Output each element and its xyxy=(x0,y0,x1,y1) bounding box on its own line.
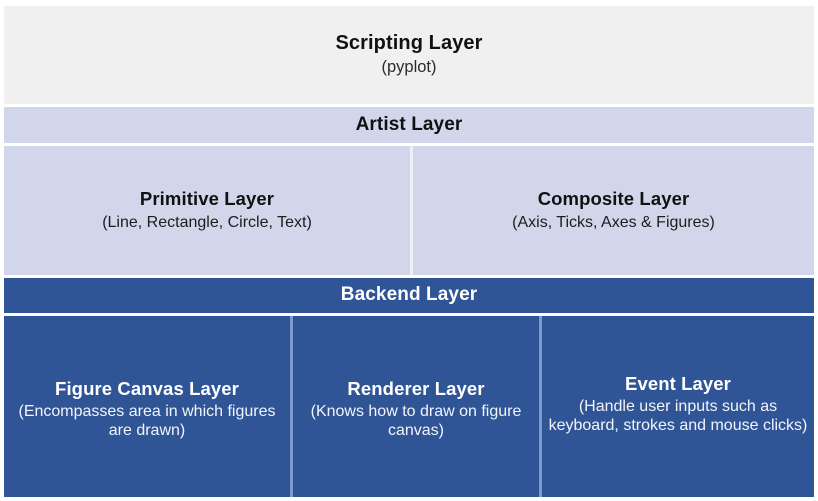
scripting-layer-title: Scripting Layer xyxy=(335,32,483,55)
renderer-layer-title: Renderer Layer xyxy=(347,378,485,400)
scripting-layer-band: Scripting Layer (pyplot) xyxy=(4,6,814,104)
artist-layer-band: Artist Layer xyxy=(4,107,814,143)
renderer-layer-cell: Renderer Layer (Knows how to draw on fig… xyxy=(293,316,539,497)
figure-canvas-layer-subtitle: (Encompasses area in which figures are d… xyxy=(18,403,276,440)
primitive-layer-title: Primitive Layer xyxy=(139,188,275,210)
backend-layer-children-row: Figure Canvas Layer (Encompasses area in… xyxy=(4,316,814,497)
primitive-layer-cell: Primitive Layer (Line, Rectangle, Circle… xyxy=(4,146,410,275)
composite-layer-title: Composite Layer xyxy=(537,188,690,210)
artist-row-vertical-divider xyxy=(410,146,413,275)
backend-row-vertical-divider-2 xyxy=(539,316,542,497)
event-layer-cell: Event Layer (Handle user inputs such as … xyxy=(542,316,814,497)
backend-layer-title: Backend Layer xyxy=(340,284,478,306)
event-layer-text-stack: Event Layer (Handle user inputs such as … xyxy=(548,373,808,435)
artist-layer-children-row: Primitive Layer (Line, Rectangle, Circle… xyxy=(4,146,814,275)
event-layer-subtitle: (Handle user inputs such as keyboard, st… xyxy=(548,398,808,435)
composite-layer-cell: Composite Layer (Axis, Ticks, Axes & Fig… xyxy=(413,146,814,275)
artist-layer-title: Artist Layer xyxy=(355,113,463,135)
backend-row-vertical-divider-1 xyxy=(290,316,293,497)
renderer-layer-subtitle: (Knows how to draw on figure canvas) xyxy=(310,403,522,440)
figure-canvas-layer-cell: Figure Canvas Layer (Encompasses area in… xyxy=(4,316,290,497)
primitive-layer-subtitle: (Line, Rectangle, Circle, Text) xyxy=(102,214,312,232)
backend-layer-band: Backend Layer xyxy=(4,278,814,313)
composite-layer-subtitle: (Axis, Ticks, Axes & Figures) xyxy=(512,214,715,232)
event-layer-title: Event Layer xyxy=(625,373,731,395)
figure-canvas-layer-title: Figure Canvas Layer xyxy=(55,378,239,400)
renderer-layer-text-stack: Renderer Layer (Knows how to draw on fig… xyxy=(301,378,531,440)
scripting-layer-subtitle: (pyplot) xyxy=(381,57,437,76)
figure-canvas-layer-text-stack: Figure Canvas Layer (Encompasses area in… xyxy=(12,378,282,440)
